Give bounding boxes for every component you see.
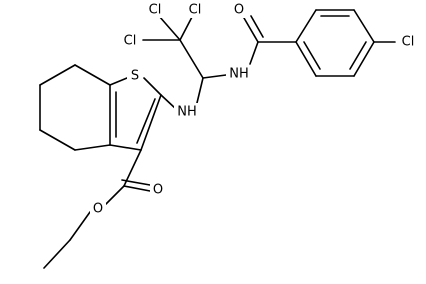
bond <box>39 64 76 86</box>
bond <box>179 16 193 41</box>
bond <box>69 211 91 241</box>
bond <box>143 77 162 96</box>
bond-lines <box>39 9 396 269</box>
bond <box>160 94 177 110</box>
bond <box>243 17 259 43</box>
bond <box>295 41 317 77</box>
bond <box>105 185 125 205</box>
bond <box>195 77 204 108</box>
amide-nh-group: NH <box>226 65 252 82</box>
bond <box>123 185 151 192</box>
bond <box>109 144 142 151</box>
bond <box>353 41 375 77</box>
atom-label: O <box>93 202 103 217</box>
amide-oxygen-atom: O <box>231 1 247 18</box>
bond <box>179 39 204 79</box>
bond <box>158 15 181 41</box>
bond <box>109 77 128 86</box>
bond <box>123 149 142 187</box>
atom-label: O <box>234 3 244 18</box>
bond <box>250 15 264 38</box>
atom-label: S <box>131 69 139 84</box>
bond <box>249 41 259 65</box>
atom-label: Cl <box>149 3 162 18</box>
bond <box>295 9 317 43</box>
bond <box>74 64 111 86</box>
sulfur-atom: S <box>127 68 143 85</box>
bond <box>39 129 76 151</box>
bond <box>121 179 151 186</box>
bond <box>74 144 111 151</box>
chlorine-atom-1: Cl <box>143 1 167 18</box>
bond <box>353 9 375 43</box>
bond <box>136 98 156 144</box>
ester-carbonyl-oxygen-atom: O <box>150 181 166 198</box>
atom-label: NH <box>177 105 197 120</box>
bond <box>43 239 71 269</box>
bond <box>202 74 227 79</box>
chlorine-atom-3: Cl <box>118 32 142 49</box>
chlorine-atom-2: Cl <box>183 1 207 18</box>
bond <box>140 94 162 151</box>
chlorine-atom-4: Cl <box>396 33 420 50</box>
atom-label: Cl <box>402 35 415 50</box>
bond <box>349 41 367 70</box>
atom-label: NH <box>229 67 249 82</box>
amine-nh-group: NH <box>174 103 200 120</box>
atom-label: O <box>153 183 163 198</box>
atom-label: Cl <box>124 34 137 49</box>
atom-label: Cl <box>189 3 202 18</box>
bond <box>303 41 321 70</box>
atom-labels: Cl Cl Cl Cl O NH S NH <box>90 1 420 217</box>
ester-oxygen-atom: O <box>90 200 106 217</box>
